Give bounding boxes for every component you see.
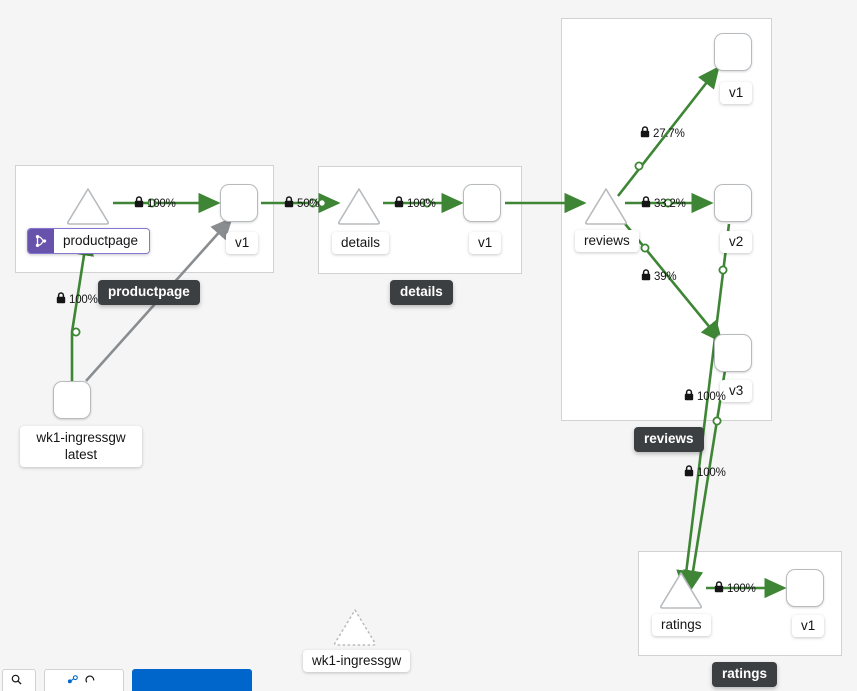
graph-bottom-toolbar[interactable] bbox=[0, 669, 252, 691]
legend-button[interactable] bbox=[44, 669, 124, 691]
node-label-ratings-v1[interactable]: v1 bbox=[792, 615, 825, 637]
zoom-controls-button[interactable] bbox=[2, 669, 36, 691]
workload-node-ratings-v1[interactable] bbox=[786, 569, 824, 607]
edge-label-reviews-to-v2[interactable]: 33.2% bbox=[641, 196, 686, 211]
edge-label-text: 33.2% bbox=[654, 197, 686, 210]
lock-icon bbox=[134, 196, 144, 211]
edge-label-text: 100% bbox=[407, 197, 436, 210]
service-node-productpage[interactable] bbox=[65, 186, 111, 226]
edge-label-reviews-to-v1[interactable]: 27.7% bbox=[640, 126, 685, 141]
legend-icon bbox=[67, 674, 80, 688]
workload-node-reviews-v2[interactable] bbox=[714, 184, 752, 222]
service-node-wk1-ingressgw[interactable] bbox=[332, 607, 378, 647]
node-label-line1: wk1-ingressgw bbox=[36, 430, 126, 445]
edge-label-text: 100% bbox=[727, 582, 756, 595]
node-label-productpage-v1[interactable]: v1 bbox=[226, 232, 259, 254]
edge-label-text: 100% bbox=[147, 197, 176, 210]
node-label-details-v1[interactable]: v1 bbox=[469, 232, 502, 254]
service-node-ratings[interactable] bbox=[658, 570, 704, 610]
primary-action-button[interactable] bbox=[132, 669, 252, 691]
group-label-productpage[interactable]: productpage bbox=[98, 280, 200, 305]
edge-label-productpage-v1-to-details[interactable]: 50% bbox=[284, 196, 320, 211]
group-label-ratings[interactable]: ratings bbox=[712, 662, 778, 687]
lock-icon bbox=[394, 196, 404, 211]
workload-node-details-v1[interactable] bbox=[463, 184, 501, 222]
lock-icon bbox=[640, 126, 650, 141]
group-label-reviews[interactable]: reviews bbox=[634, 427, 704, 452]
edge-label-reviews-to-v3[interactable]: 39% bbox=[641, 269, 677, 284]
edge-label-text: 27.7% bbox=[653, 127, 685, 140]
service-node-reviews[interactable] bbox=[583, 186, 629, 226]
group-label-details[interactable]: details bbox=[390, 280, 453, 305]
lock-icon bbox=[284, 196, 294, 211]
node-label-reviews-v3[interactable]: v3 bbox=[720, 380, 753, 402]
legend-icon-secondary bbox=[85, 674, 96, 688]
edge-label-gw-to-productpage-service[interactable]: 100% bbox=[56, 292, 98, 307]
edge-label-text: 100% bbox=[697, 466, 726, 479]
workload-node-reviews-v3[interactable] bbox=[714, 334, 752, 372]
edge-label-reviews-v3-to-ratings[interactable]: 100% bbox=[684, 465, 726, 480]
edge-label-text: 50% bbox=[297, 197, 320, 210]
lock-icon bbox=[714, 581, 724, 596]
node-label-details-service[interactable]: details bbox=[332, 232, 390, 254]
edge-label-text: 39% bbox=[654, 270, 677, 283]
lock-icon bbox=[684, 389, 694, 404]
node-label-reviews-v1[interactable]: v1 bbox=[720, 82, 753, 104]
edge-label-reviews-v2-to-ratings[interactable]: 100% bbox=[684, 389, 726, 404]
service-node-details[interactable] bbox=[336, 186, 382, 226]
lock-icon bbox=[641, 196, 651, 211]
edge-label-productpage-service-to-v1[interactable]: 100% bbox=[134, 196, 176, 211]
workload-node-reviews-v1[interactable] bbox=[714, 33, 752, 71]
lock-icon bbox=[684, 465, 694, 480]
node-label-productpage-service[interactable]: productpage bbox=[27, 228, 151, 254]
node-label-reviews-service[interactable]: reviews bbox=[575, 230, 639, 252]
lock-icon bbox=[641, 269, 651, 284]
node-label-wk1-ingressgw[interactable]: wk1-ingressgw latest bbox=[20, 426, 142, 467]
node-label-line2: latest bbox=[64, 447, 98, 462]
edge-label-text: 100% bbox=[69, 293, 98, 306]
node-label-text: productpage bbox=[54, 229, 150, 253]
edge-label-details-service-to-v1[interactable]: 100% bbox=[394, 196, 436, 211]
node-label-wk1-ingressgw-service[interactable]: wk1-ingressgw bbox=[303, 650, 411, 672]
workload-node-productpage-v1[interactable] bbox=[220, 184, 258, 222]
node-label-reviews-v2[interactable]: v2 bbox=[720, 231, 753, 253]
workload-node-wk1-ingressgw[interactable] bbox=[53, 381, 91, 419]
edge-label-ratings-service-to-v1[interactable]: 100% bbox=[714, 581, 756, 596]
zoom-icon bbox=[11, 674, 22, 688]
lock-icon bbox=[56, 292, 66, 307]
edge-label-text: 100% bbox=[697, 390, 726, 403]
virtual-service-icon bbox=[28, 229, 54, 253]
node-label-ratings-service[interactable]: ratings bbox=[652, 614, 711, 636]
